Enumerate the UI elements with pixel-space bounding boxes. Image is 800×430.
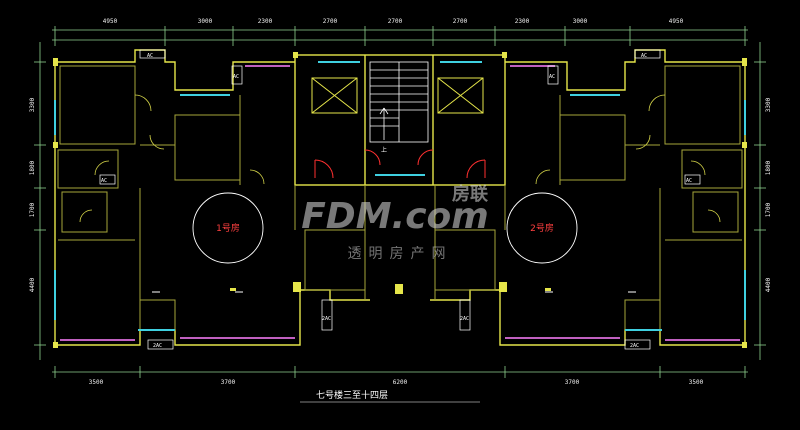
dim-bottom-2: 3700 [221, 379, 236, 386]
watermark-logo: FDM.com [301, 196, 489, 237]
dim-left-2: 1800 [29, 160, 36, 175]
watermark-text: 透明房产网 [348, 246, 453, 262]
dim-top-1: 4950 [103, 18, 118, 25]
dim-top-7: 2300 [515, 18, 530, 25]
stairwell [369, 61, 429, 143]
elevator-right [437, 77, 484, 114]
stair-up-label: 上 [381, 146, 387, 154]
ac-labels: AC AC AC AC AC AC 2AC 2AC 2AC 2AC [101, 53, 692, 349]
left-dimension-labels: 3300 1800 1700 4400 [29, 97, 36, 292]
unit-label-2: 2号房 [530, 222, 554, 234]
entry-doors [314, 149, 486, 179]
unit-label-1: 1号房 [216, 222, 240, 234]
dim-bottom-5: 3500 [689, 379, 704, 386]
dim-right-4: 4400 [765, 277, 772, 292]
unit-marker-1: 1号房 [192, 192, 264, 264]
ac-tag-2: AC [101, 178, 107, 184]
drawing-caption: 七号楼三至十四层 [316, 389, 388, 401]
dim-top-3: 2300 [258, 18, 273, 25]
dimension-lines [34, 26, 766, 378]
ac-tag-5: AC [686, 178, 692, 184]
interior-doors [79, 94, 721, 223]
dim-bottom-1: 3500 [89, 379, 104, 386]
watermark-brand: 房联 [452, 183, 488, 205]
ac-tag-3: AC [233, 74, 239, 80]
elevator-left [311, 77, 358, 114]
dim-bottom-4: 3700 [565, 379, 580, 386]
structural-columns [53, 52, 747, 348]
right-dimension-labels: 3300 1800 1700 4400 [765, 97, 772, 292]
ac-tag-1: AC [147, 53, 153, 59]
dim-right-1: 3300 [765, 97, 772, 112]
dim-left-1: 3300 [29, 97, 36, 112]
ac-tag-8: 2AC [460, 316, 469, 322]
unit-marker-2: 2号房 [506, 192, 578, 264]
bottom-dimension-labels: 3500 3700 6200 3700 3500 [89, 379, 704, 386]
dim-top-2: 3000 [198, 18, 213, 25]
ac-tag-4: AC [641, 53, 647, 59]
dim-top-8: 3000 [573, 18, 588, 25]
dim-top-9: 4950 [669, 18, 684, 25]
ac-tag-10: 2AC [630, 343, 639, 349]
dim-right-2: 1800 [765, 160, 772, 175]
watermark: FDM.com 房联 透明房产网 [301, 183, 489, 262]
dim-top-4: 2700 [323, 18, 338, 25]
ac-units [99, 49, 701, 350]
dim-left-4: 4400 [29, 277, 36, 292]
dim-top-5: 2700 [388, 18, 403, 25]
dim-bottom-3: 6200 [393, 379, 408, 386]
ac-tag-9: 2AC [153, 343, 162, 349]
interior-walls [57, 65, 743, 331]
top-dimension-labels: 4950 3000 2300 2700 2700 2700 2300 3000 … [103, 18, 684, 25]
dim-right-3: 1700 [765, 202, 772, 217]
windows [54, 61, 746, 331]
ac-tag-7: 2AC [322, 316, 331, 322]
dim-left-3: 1700 [29, 202, 36, 217]
ac-tag-6: AC [549, 74, 555, 80]
dim-top-6: 2700 [453, 18, 468, 25]
balconies [60, 65, 740, 341]
